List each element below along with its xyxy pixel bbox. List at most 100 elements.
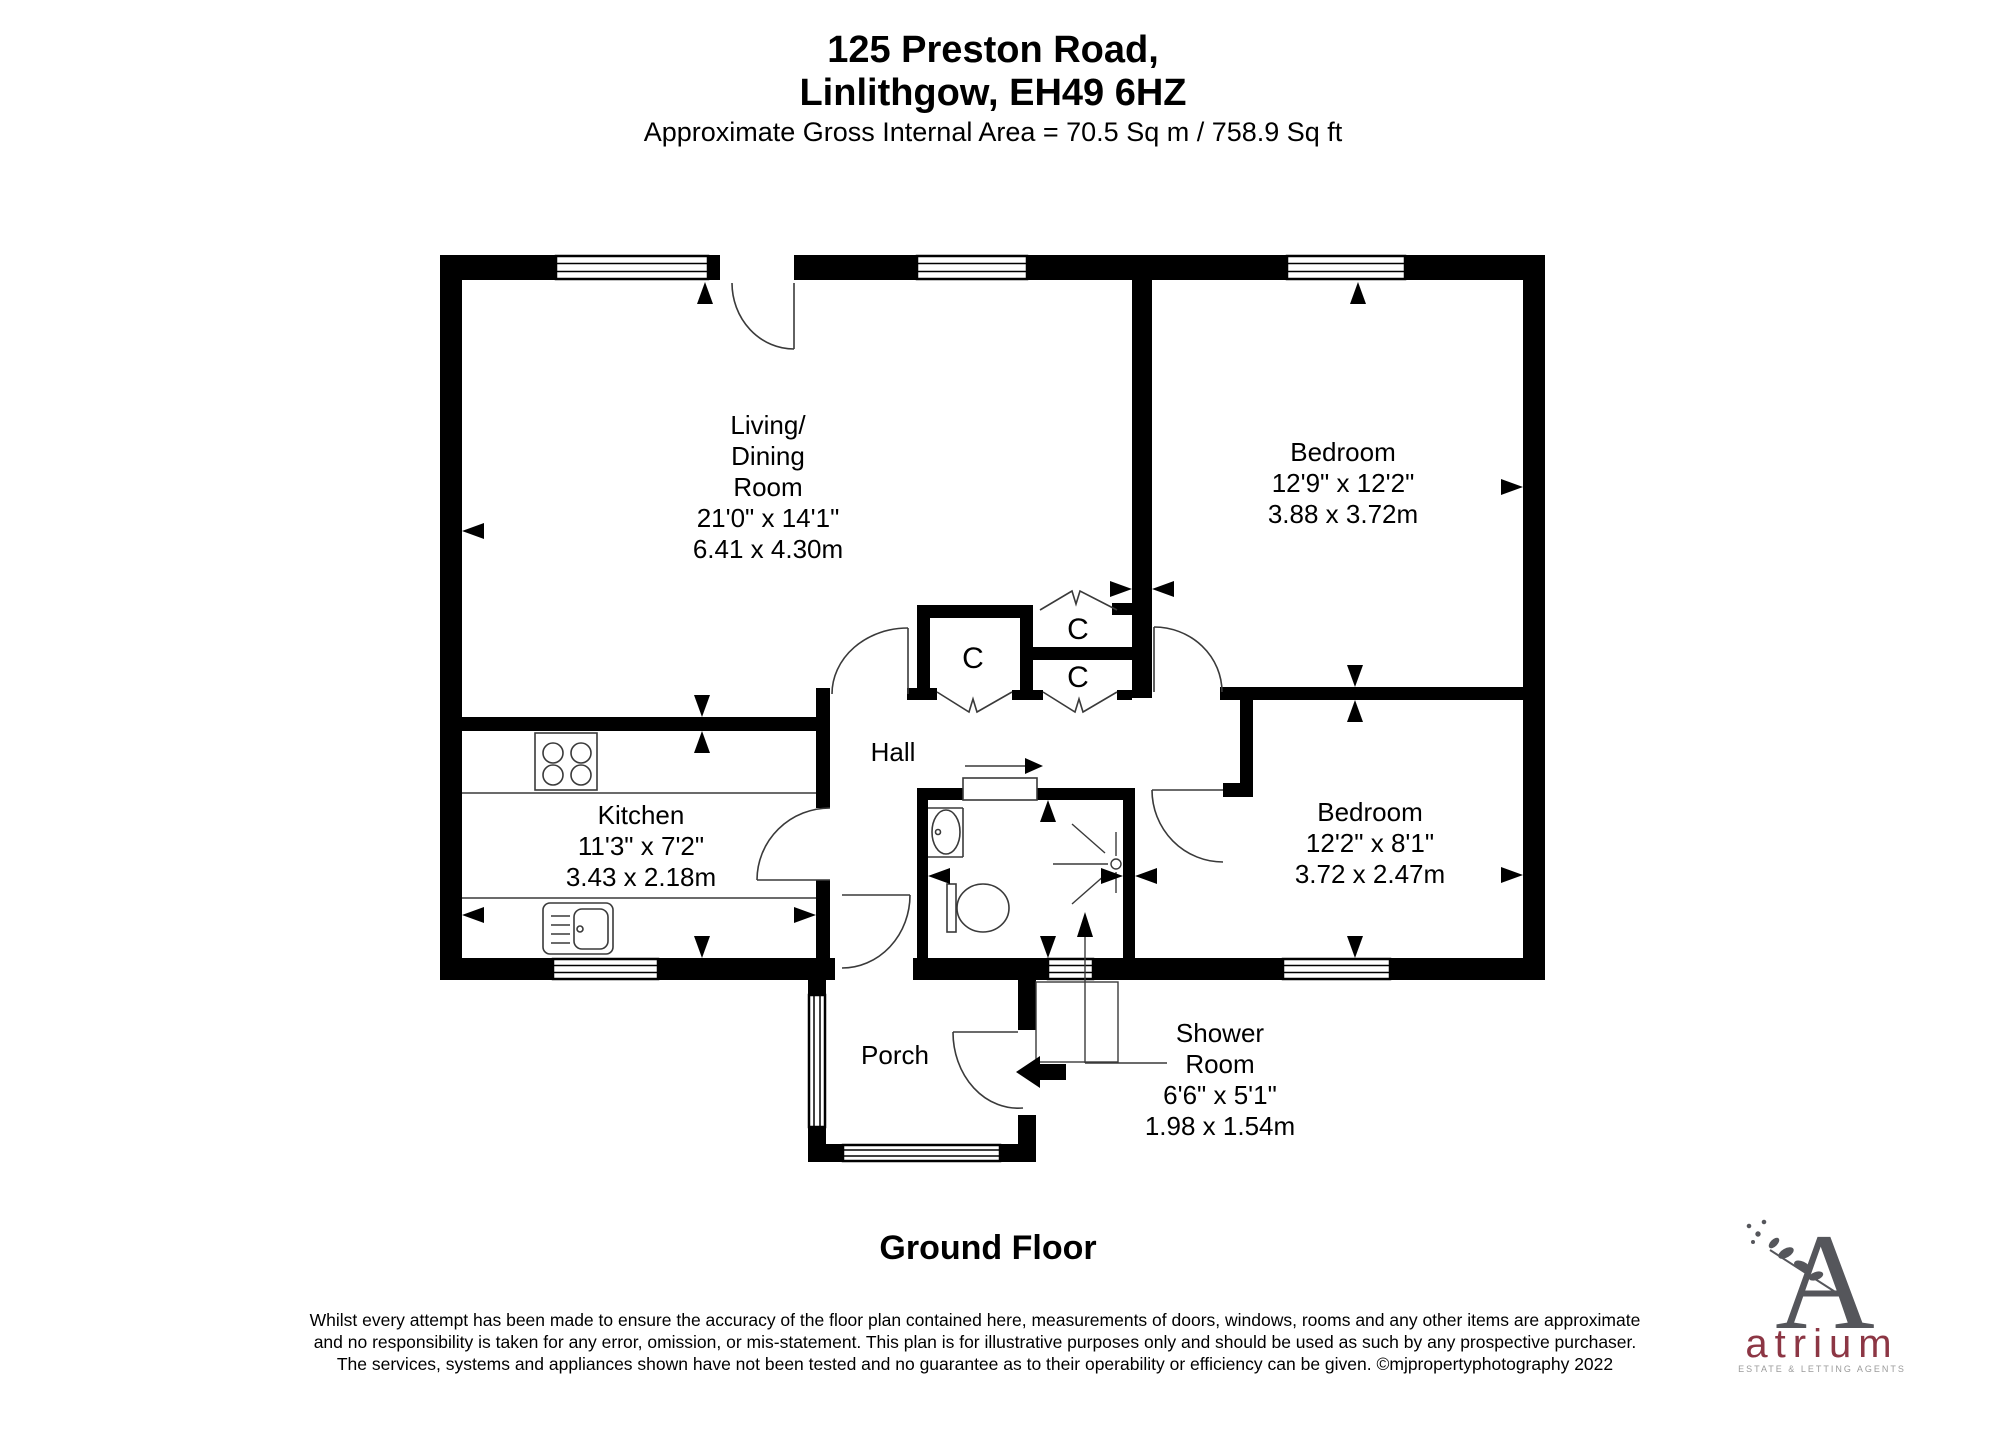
measure-arrow-up (1040, 800, 1056, 822)
room-name: Room (1185, 1049, 1254, 1079)
door-swing-arc (1153, 626, 1223, 693)
entrance-step-outline (1035, 981, 1119, 1063)
window-kitchen (551, 957, 660, 981)
measure-arrow-left (462, 523, 484, 539)
window-frame (915, 254, 1029, 281)
shower-wall (917, 788, 963, 800)
shower-wall (917, 788, 928, 972)
sliding-door-recess (962, 777, 1038, 801)
measure-arrow-left (928, 868, 950, 884)
label-hall: Hall (871, 737, 916, 767)
hob-burner (542, 742, 564, 764)
measure-arrow-up (694, 731, 710, 753)
branch-leaf (1808, 1271, 1824, 1281)
window-frame (554, 254, 710, 281)
measure-arrow-left (1135, 868, 1157, 884)
measure-arrow-right (1110, 581, 1132, 597)
basin-icon (928, 807, 964, 858)
measure-arrow-right (1501, 479, 1523, 495)
basin-bowl (931, 809, 961, 855)
measure-arrow-right (1501, 867, 1523, 883)
room-name: Living/ (730, 410, 806, 440)
measure-arrows (462, 282, 1523, 958)
disclaimer-line: Whilst every attempt has been made to en… (310, 1310, 1641, 1330)
logo-brand-name: atrium (1745, 1322, 1898, 1366)
toilet-icon (946, 883, 1010, 933)
branch-dot (1761, 1219, 1767, 1225)
wall-segment (1093, 958, 1283, 980)
disclaimer-line: and no responsibility is taken for any e… (314, 1332, 1637, 1352)
wall-segment (913, 958, 1048, 980)
closet-doors (936, 589, 1118, 801)
window-frame (551, 957, 660, 981)
closet-wall (917, 605, 1033, 618)
wall-segment (1027, 255, 1287, 280)
measure-arrow-left (462, 907, 484, 923)
door-hall-porch (841, 894, 911, 969)
shower-head (1110, 858, 1122, 870)
room-name: Kitchen (598, 800, 685, 830)
label-closet: C (962, 642, 984, 675)
agency-logo: A atrium ESTATE & LETTING AGENTS (1738, 1205, 1904, 1374)
door-swing-arc (756, 807, 831, 881)
address-line-2: Linlithgow, EH49 6HZ (799, 72, 1186, 114)
logo-branch-icon (1746, 1219, 1841, 1296)
room-name: Bedroom (1290, 437, 1396, 467)
door-living-hall (831, 627, 909, 695)
sink-bowl (573, 908, 609, 950)
room-dims-metric: 1.98 x 1.54m (1145, 1111, 1295, 1141)
bifold-door-closet-main (936, 691, 1013, 714)
porch-wall (1018, 1115, 1036, 1162)
room-dims-metric: 3.88 x 3.72m (1268, 499, 1418, 529)
basin-tap (934, 828, 942, 836)
wall-kitchen-side (816, 688, 830, 808)
disclaimer: Whilst every attempt has been made to en… (310, 1310, 1641, 1374)
measure-arrow-left (1152, 581, 1174, 597)
room-name: Shower (1176, 1018, 1264, 1048)
sink-outline (542, 902, 614, 955)
closet-wall (1032, 647, 1132, 660)
hob-burner (570, 742, 592, 764)
closet-wall (1112, 603, 1132, 615)
label-living-dining: Living/ Dining Room 21'0" x 14'1" 6.41 x… (693, 410, 843, 564)
branch-dot (1755, 1231, 1761, 1237)
wall-right (1523, 255, 1545, 980)
window-porch-bottom (841, 1143, 1002, 1163)
wall-segment (1405, 255, 1545, 280)
wall-bedrooms-divider (1220, 687, 1523, 700)
closet-wall (917, 605, 930, 698)
window-frame (1285, 254, 1407, 281)
sliding-door-arrow-head (1025, 758, 1043, 774)
door-bedroom2 (1151, 789, 1224, 863)
measure-arrow-up (697, 282, 713, 304)
door-bedroom1 (1153, 626, 1223, 693)
closet-wall (1020, 605, 1033, 700)
gross-area-line: Approximate Gross Internal Area = 70.5 S… (644, 117, 1343, 147)
hob-burner (570, 764, 592, 786)
windows (551, 254, 1407, 1163)
floor-title: Ground Floor (879, 1229, 1096, 1267)
room-name: Bedroom (1317, 797, 1423, 827)
address-line-1: 125 Preston Road, (827, 29, 1159, 71)
window-living-2 (915, 254, 1029, 281)
shower-spray-line (1071, 874, 1106, 905)
door-swing-arc (841, 894, 911, 969)
room-labels: Living/ Dining Room 21'0" x 14'1" 6.41 x… (566, 410, 1445, 1141)
room-dims-imperial: 11'3" x 7'2" (578, 831, 704, 861)
room-name: Dining (731, 441, 805, 471)
label-bedroom1: Bedroom 12'9" x 12'2" 3.88 x 3.72m (1268, 437, 1418, 529)
shower-spray-line (1071, 823, 1106, 854)
wall-segment (658, 958, 835, 980)
room-dims-metric: 6.41 x 4.30m (693, 534, 843, 564)
window-frame (1281, 957, 1392, 981)
window-shower (1046, 957, 1095, 981)
wall-bedroom2 (1240, 700, 1253, 783)
wall-segment (440, 958, 553, 980)
measure-arrow-right (794, 907, 816, 923)
door-swing-arc (731, 282, 795, 350)
exterior-walls (440, 255, 1545, 1162)
branch-dot (1751, 1240, 1755, 1244)
room-dims-imperial: 21'0" x 14'1" (697, 503, 840, 533)
